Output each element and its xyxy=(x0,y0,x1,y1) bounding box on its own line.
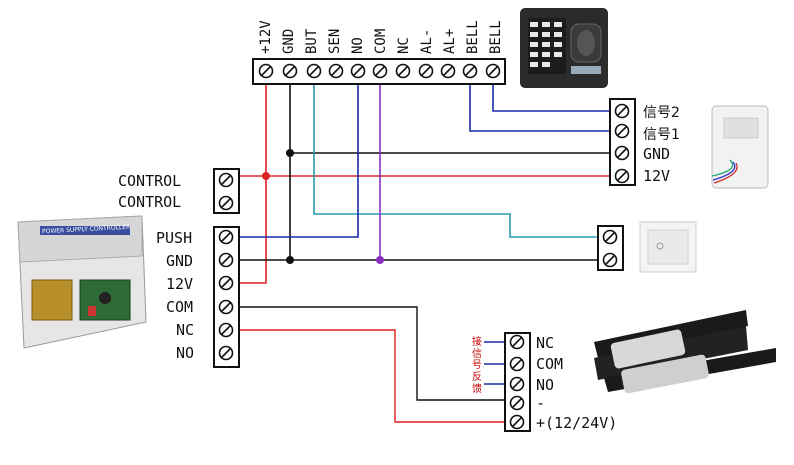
top-terminal-block xyxy=(252,58,506,85)
control-label-2: CONTROL xyxy=(118,193,182,211)
wire-power-nc-red xyxy=(240,329,505,423)
top-label-nc: NC xyxy=(396,37,412,54)
power-label-gnd: GND xyxy=(166,252,194,270)
lock-label-no: NO xyxy=(536,376,555,394)
power-label-push: PUSH xyxy=(156,229,193,247)
doorbell-label-signal2: 信号2 xyxy=(643,105,680,121)
junction-purple xyxy=(376,256,384,264)
power-label-nc: NC xyxy=(176,321,195,339)
lock-label-minus: - xyxy=(536,394,546,412)
lock-label-plus: +(12/24V) xyxy=(536,414,618,432)
feedback-char-5: 馈 xyxy=(472,384,482,395)
top-label-al-minus: AL- xyxy=(419,28,435,54)
top-label-bell-2: BELL xyxy=(488,20,504,54)
top-label-no: NO xyxy=(350,37,366,54)
wire-gnd-black xyxy=(240,73,291,261)
doorbell-terminal-block xyxy=(609,98,636,186)
wire-power-com xyxy=(240,306,505,401)
power-label-com: COM xyxy=(166,298,194,316)
exit-button-terminal-block xyxy=(597,225,624,271)
wire-but-cyan xyxy=(313,73,598,238)
wire-bell2-blue xyxy=(492,73,612,112)
lock-label-nc: NC xyxy=(536,334,555,352)
junction-red xyxy=(262,172,270,180)
feedback-char-4: 反 xyxy=(472,372,482,383)
wire-no-blue xyxy=(240,73,359,238)
junction-gnd-2 xyxy=(286,256,294,264)
exit-button-device xyxy=(639,221,697,273)
top-label-but: BUT xyxy=(304,28,320,54)
doorbell-device xyxy=(711,105,769,189)
lock-terminal-block xyxy=(504,332,531,432)
control-label-1: CONTROL xyxy=(118,172,182,190)
lock-label-com: COM xyxy=(536,355,564,373)
wire-12v-red xyxy=(240,73,267,284)
top-label-gnd: GND xyxy=(281,28,297,54)
electric-lock-device xyxy=(594,310,776,394)
doorbell-label-12v: 12V xyxy=(643,167,671,185)
power-terminal-block xyxy=(213,226,240,368)
power-label-no: NO xyxy=(176,344,195,362)
junction-gnd-1 xyxy=(286,149,294,157)
top-label-12v: +12V xyxy=(258,20,274,54)
top-label-sen: SEN xyxy=(327,28,343,54)
top-label-al-plus: AL+ xyxy=(442,28,458,54)
power-supply-device xyxy=(17,215,147,349)
fingerprint-reader-device xyxy=(520,8,608,88)
power-label-12v: 12V xyxy=(166,275,194,293)
doorbell-label-signal1: 信号1 xyxy=(643,127,680,143)
feedback-char-3: 号 xyxy=(472,360,482,371)
top-label-com: COM xyxy=(373,28,389,54)
feedback-char-1: 接 xyxy=(472,337,482,348)
top-label-bell-1: BELL xyxy=(465,20,481,54)
control-terminal-block xyxy=(213,168,240,214)
feedback-char-2: 信 xyxy=(472,349,482,360)
wire-bell1-blue xyxy=(469,73,612,132)
doorbell-label-gnd: GND xyxy=(643,145,671,163)
